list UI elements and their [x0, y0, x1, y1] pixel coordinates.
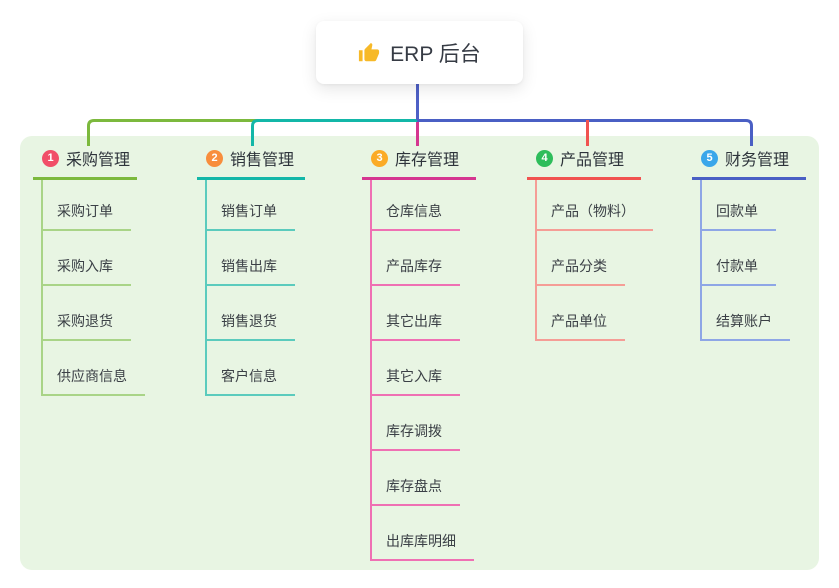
child-node[interactable]: 产品单位 [537, 286, 625, 341]
branch-purchase: 1 采购管理 采购订单 采购入库 采购退货 供应商信息 [33, 146, 145, 396]
child-node[interactable]: 客户信息 [207, 341, 295, 396]
branch-product: 4 产品管理 产品（物料） 产品分类 产品单位 [527, 146, 653, 341]
branch-header-inventory[interactable]: 3 库存管理 [362, 146, 476, 180]
branch-title: 库存管理 [395, 152, 460, 169]
branch-number-badge: 1 [42, 149, 59, 167]
branch-children: 销售订单 销售出库 销售退货 客户信息 [205, 180, 295, 396]
branch-header-finance[interactable]: 5 财务管理 [692, 146, 806, 180]
branch-number-badge: 4 [536, 149, 553, 167]
child-node[interactable]: 产品分类 [537, 231, 625, 286]
branch-children: 采购订单 采购入库 采购退货 供应商信息 [41, 180, 145, 396]
root-title: ERP 后台 [390, 42, 481, 66]
child-node[interactable]: 付款单 [702, 231, 776, 286]
child-node[interactable]: 供应商信息 [43, 341, 145, 396]
child-node[interactable]: 出库库明细 [372, 506, 474, 561]
child-node[interactable]: 库存调拨 [372, 396, 460, 451]
child-node[interactable]: 库存盘点 [372, 451, 460, 506]
branch-number-badge: 3 [371, 149, 388, 167]
child-node[interactable]: 销售订单 [207, 180, 295, 231]
child-node[interactable]: 产品（物料） [537, 180, 653, 231]
branch-title: 采购管理 [66, 152, 131, 169]
branch-finance: 5 财务管理 回款单 付款单 结算账户 [692, 146, 806, 341]
branch-title: 产品管理 [560, 152, 625, 169]
branch-inventory: 3 库存管理 仓库信息 产品库存 其它出库 其它入库 库存调拨 库存盘点 出库库… [362, 146, 476, 561]
child-node[interactable]: 采购订单 [43, 180, 131, 231]
child-node[interactable]: 其它出库 [372, 286, 460, 341]
child-node[interactable]: 回款单 [702, 180, 776, 231]
branch-sales: 2 销售管理 销售订单 销售出库 销售退货 客户信息 [197, 146, 305, 396]
branch-title: 销售管理 [230, 152, 295, 169]
branch-children: 仓库信息 产品库存 其它出库 其它入库 库存调拨 库存盘点 出库库明细 [370, 180, 474, 561]
child-node[interactable]: 销售退货 [207, 286, 295, 341]
branches-panel [20, 136, 819, 570]
branch-children: 回款单 付款单 结算账户 [700, 180, 790, 341]
child-node[interactable]: 其它入库 [372, 341, 460, 396]
branch-header-sales[interactable]: 2 销售管理 [197, 146, 305, 180]
child-node[interactable]: 仓库信息 [372, 180, 460, 231]
branch-title: 财务管理 [725, 152, 790, 169]
child-node[interactable]: 产品库存 [372, 231, 460, 286]
root-node[interactable]: ERP 后台 [316, 21, 523, 84]
branch-children: 产品（物料） 产品分类 产品单位 [535, 180, 653, 341]
child-node[interactable]: 结算账户 [702, 286, 790, 341]
branch-number-badge: 2 [206, 149, 223, 167]
child-node[interactable]: 销售出库 [207, 231, 295, 286]
child-node[interactable]: 采购入库 [43, 231, 131, 286]
child-node[interactable]: 采购退货 [43, 286, 131, 341]
branch-header-purchase[interactable]: 1 采购管理 [33, 146, 137, 180]
branch-number-badge: 5 [701, 149, 718, 167]
thumbs-up-icon [358, 42, 380, 64]
branch-header-product[interactable]: 4 产品管理 [527, 146, 641, 180]
